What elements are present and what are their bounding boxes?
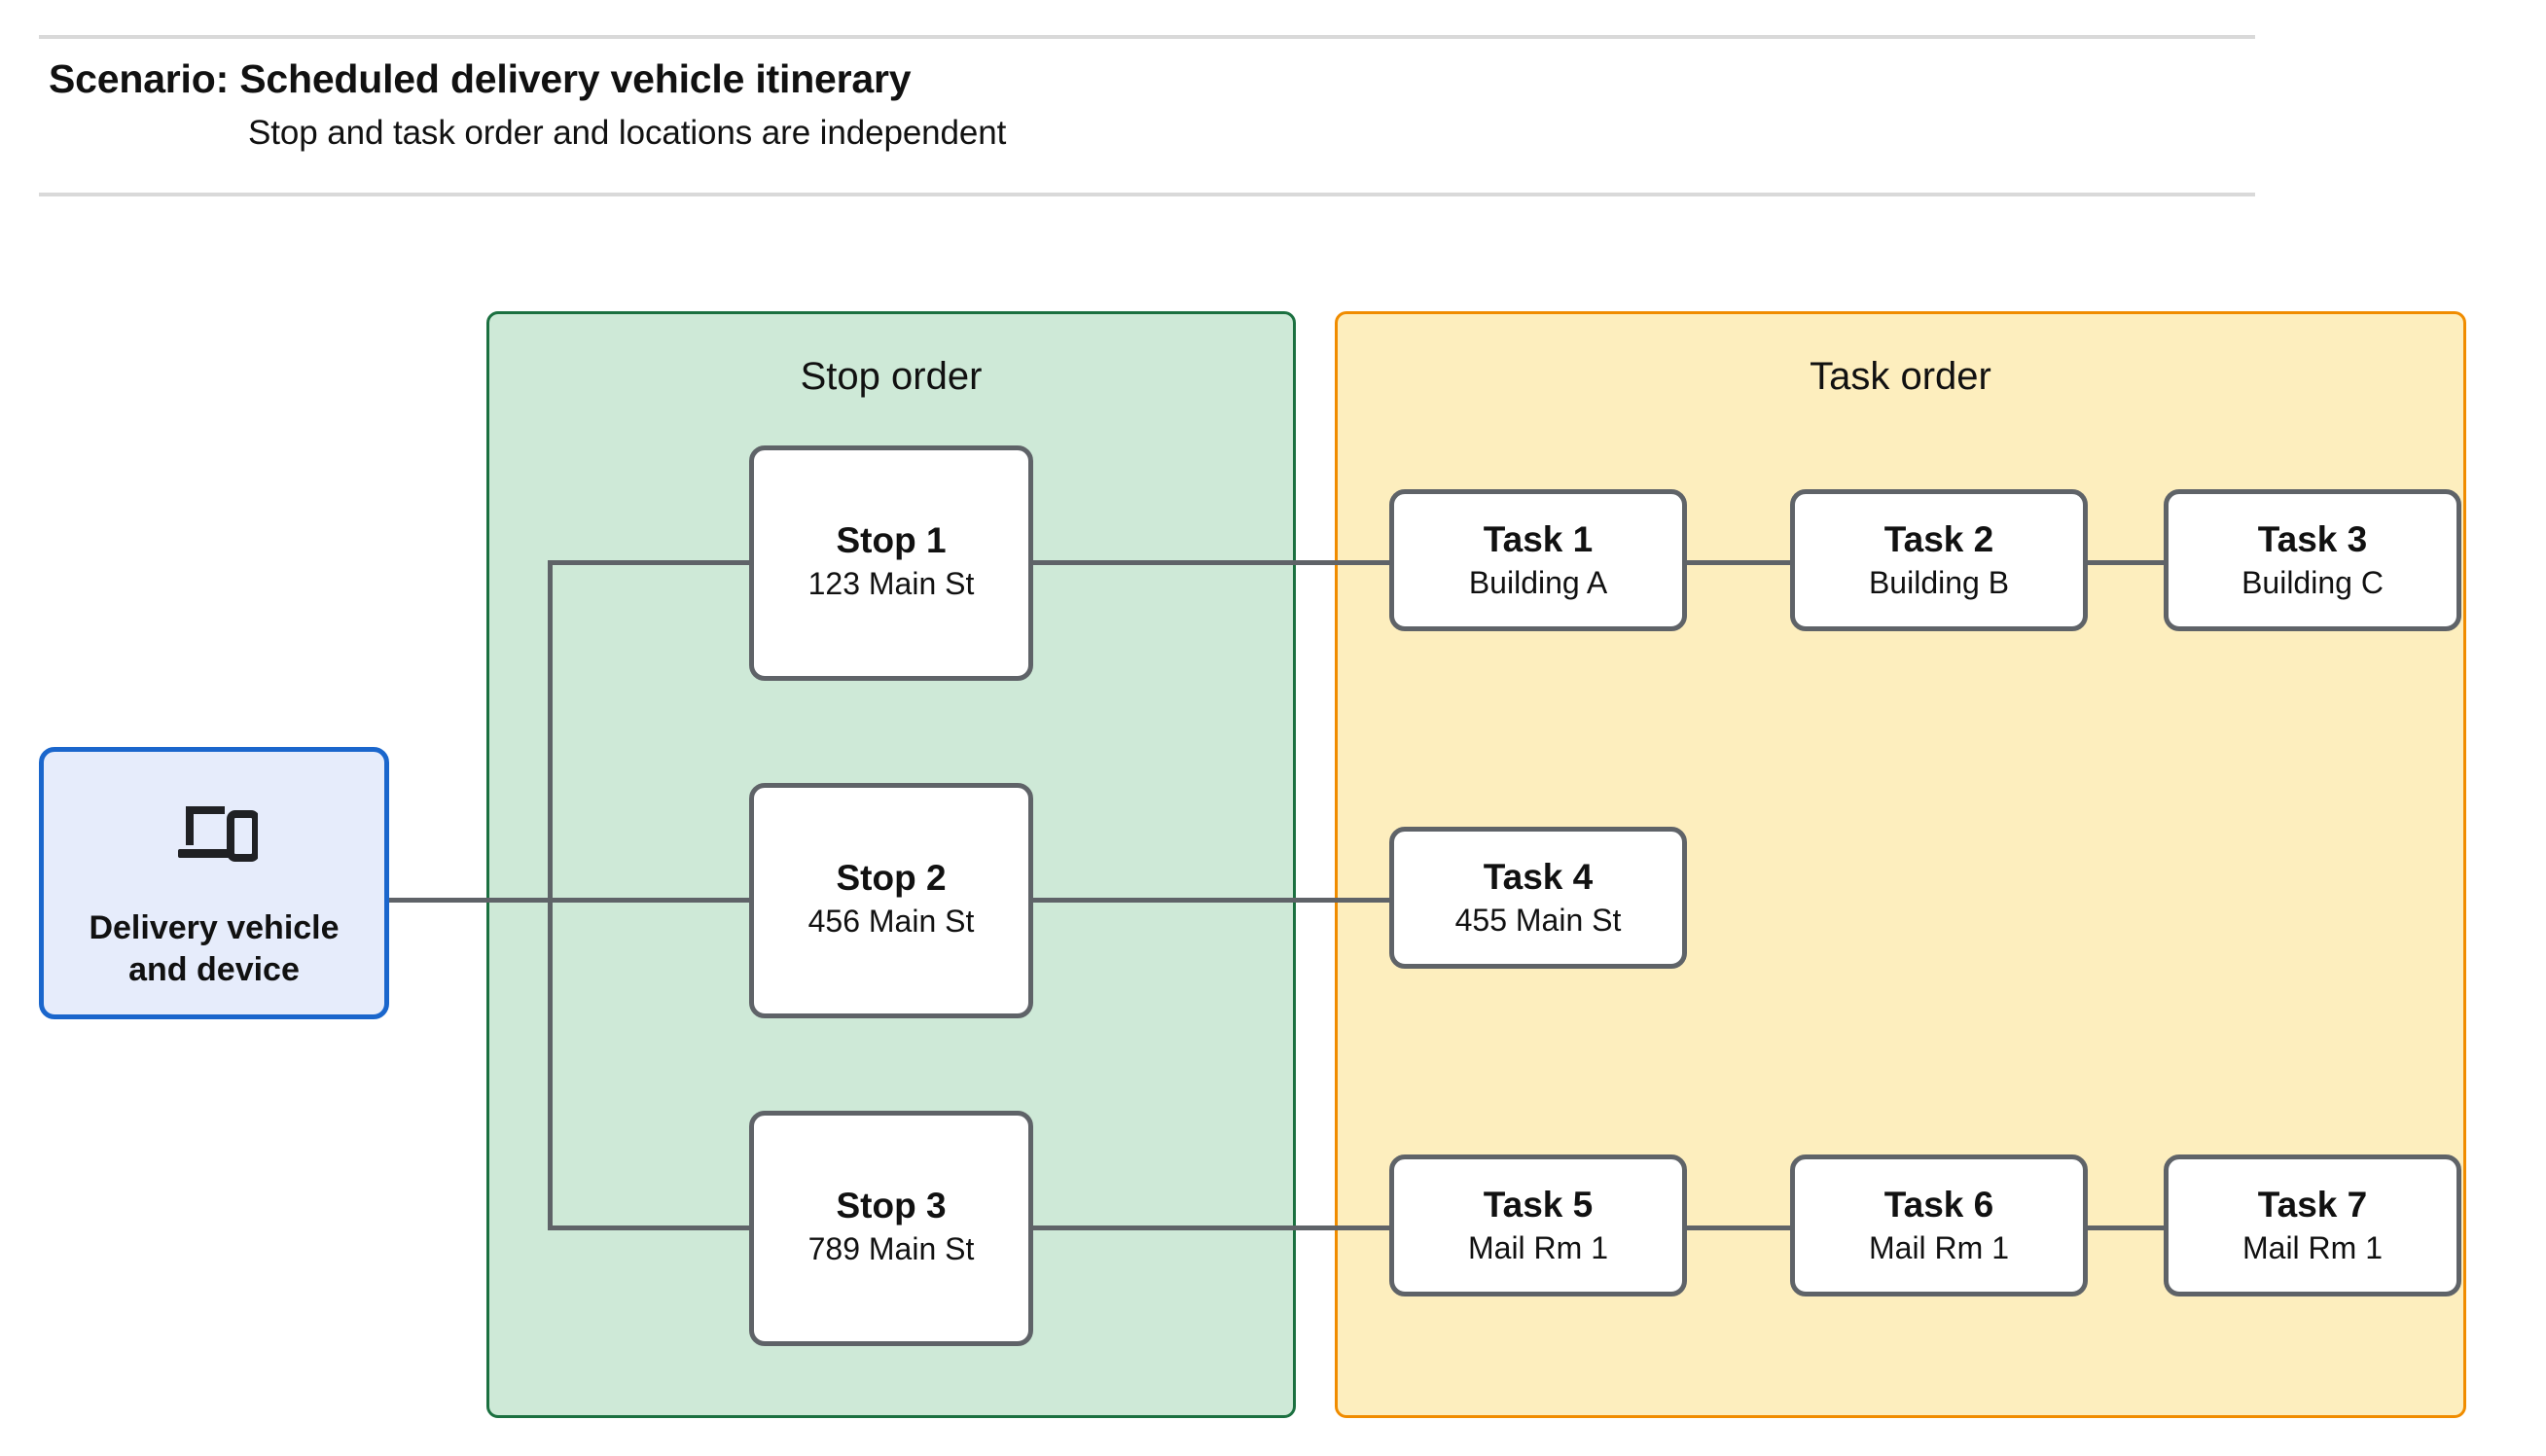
task-node-7[interactable]: Task 7 Mail Rm 1	[2164, 1154, 2461, 1296]
header-rule-top	[39, 35, 2255, 39]
task-node-7-title: Task 7	[2257, 1185, 2368, 1225]
task-node-6-title: Task 6	[1883, 1185, 1994, 1225]
delivery-vehicle-label-line1: Delivery vehicle	[89, 909, 340, 946]
connector-stop-2-to-task-4	[1029, 898, 1391, 903]
task-node-5-location: Mail Rm 1	[1467, 1230, 1608, 1266]
connector-stop-3-to-task-5	[1029, 1225, 1391, 1230]
header-rule-bottom	[39, 193, 2255, 196]
task-node-2-title: Task 2	[1883, 519, 1994, 559]
connector-task-1-to-task-2	[1679, 560, 1796, 565]
stop-node-3-title: Stop 3	[836, 1186, 947, 1225]
task-node-5-title: Task 5	[1483, 1185, 1594, 1225]
task-node-7-location: Mail Rm 1	[2241, 1230, 2383, 1266]
task-node-3-location: Building C	[2241, 565, 2384, 601]
connector-trunk-to-stop-1	[548, 560, 754, 565]
task-node-6[interactable]: Task 6 Mail Rm 1	[1790, 1154, 2088, 1296]
page-title: Scenario: Scheduled delivery vehicle iti…	[49, 56, 912, 101]
stop-node-2-title: Stop 2	[836, 858, 947, 898]
task-node-2-location: Building B	[1868, 565, 2010, 601]
delivery-vehicle-label-line2: and device	[128, 950, 300, 988]
task-node-4-title: Task 4	[1483, 857, 1594, 897]
stop-order-panel-title: Stop order	[800, 355, 983, 398]
task-node-4[interactable]: Task 4 455 Main St	[1389, 827, 1687, 969]
task-node-5[interactable]: Task 5 Mail Rm 1	[1389, 1154, 1687, 1296]
stop-node-1[interactable]: Stop 1 123 Main St	[749, 445, 1033, 681]
task-node-3[interactable]: Task 3 Building C	[2164, 489, 2461, 631]
connector-trunk-vertical	[548, 560, 553, 1230]
task-node-4-location: 455 Main St	[1454, 903, 1622, 939]
connector-trunk-to-stop-2	[548, 898, 754, 903]
stop-node-2-address: 456 Main St	[807, 904, 975, 940]
connector-trunk-to-stop-3	[548, 1225, 754, 1230]
connector-task-6-to-task-7	[2064, 1225, 2181, 1230]
page-subtitle: Stop and task order and locations are in…	[248, 114, 1007, 152]
connector-task-2-to-task-3	[2064, 560, 2181, 565]
delivery-vehicle-node[interactable]: Delivery vehicle and device	[39, 747, 389, 1019]
task-node-3-title: Task 3	[2257, 519, 2368, 559]
task-node-1-title: Task 1	[1483, 519, 1594, 559]
devices-icon	[44, 799, 384, 869]
stop-node-1-title: Stop 1	[836, 520, 947, 560]
stop-node-3-address: 789 Main St	[807, 1231, 975, 1267]
connector-vehicle-to-trunk	[389, 898, 553, 903]
task-node-2[interactable]: Task 2 Building B	[1790, 489, 2088, 631]
stop-node-3[interactable]: Stop 3 789 Main St	[749, 1111, 1033, 1346]
task-node-1[interactable]: Task 1 Building A	[1389, 489, 1687, 631]
stop-node-1-address: 123 Main St	[807, 566, 975, 602]
task-order-panel-title: Task order	[1810, 355, 1991, 398]
task-node-6-location: Mail Rm 1	[1868, 1230, 2009, 1266]
stop-node-2[interactable]: Stop 2 456 Main St	[749, 783, 1033, 1018]
delivery-vehicle-label: Delivery vehicle and device	[44, 907, 384, 990]
connector-stop-1-to-task-1	[1029, 560, 1391, 565]
task-node-1-location: Building A	[1468, 565, 1608, 601]
connector-task-5-to-task-6	[1679, 1225, 1796, 1230]
